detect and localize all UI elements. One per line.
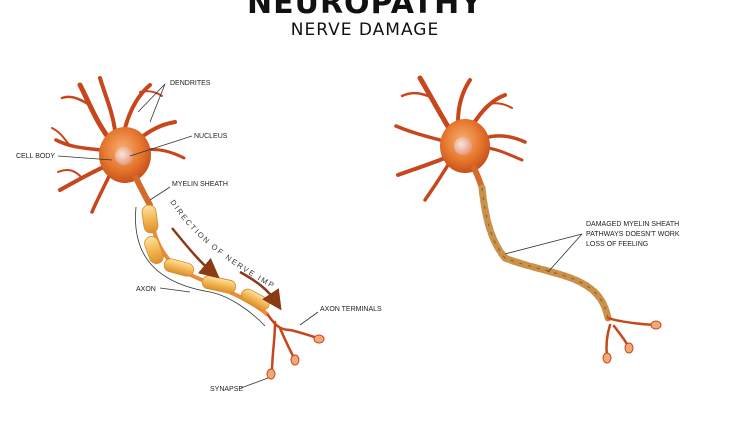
myelin-sheath-left [141, 204, 270, 311]
page-title: NEUROPATHY [247, 0, 483, 21]
label-myelin-sheath: MYELIN SHEATH [172, 181, 228, 188]
label-nucleus: NUCLEUS [194, 133, 228, 140]
label-axon-terminals: AXON TERMINALS [320, 306, 382, 313]
impulse-arrow-1 [171, 227, 220, 279]
label-axon: AXON [136, 286, 156, 293]
leader-lines-left [57, 83, 319, 389]
synapse-terminals-left [266, 334, 325, 380]
leader-lines-right [504, 233, 583, 273]
damaged-label-line3: LOSS OF FEELING [586, 241, 648, 248]
damaged-neuron: DAMAGED MYELIN SHEATH PATHWAYS DOESN'T W… [394, 75, 680, 364]
synapse-terminals-right [602, 320, 662, 364]
nucleus-right [454, 137, 472, 155]
label-cell-body: CELL BODY [16, 153, 55, 160]
label-dendrites: DENDRITES [170, 80, 211, 87]
dendrites-right [394, 75, 527, 202]
page-subtitle: NERVE DAMAGE [290, 20, 440, 40]
damaged-myelin [478, 184, 612, 322]
damaged-label-line2: PATHWAYS DOESN'T WORK [586, 231, 680, 238]
impulse-arrow-2 [239, 270, 282, 311]
healthy-neuron: DIRECTION OF NERVE IMPULSE DENDRITES NUC… [0, 0, 382, 393]
damaged-label-line1: DAMAGED MYELIN SHEATH [586, 221, 679, 228]
label-synapse: SYNAPSE [210, 386, 243, 393]
nucleus-left [115, 147, 133, 165]
